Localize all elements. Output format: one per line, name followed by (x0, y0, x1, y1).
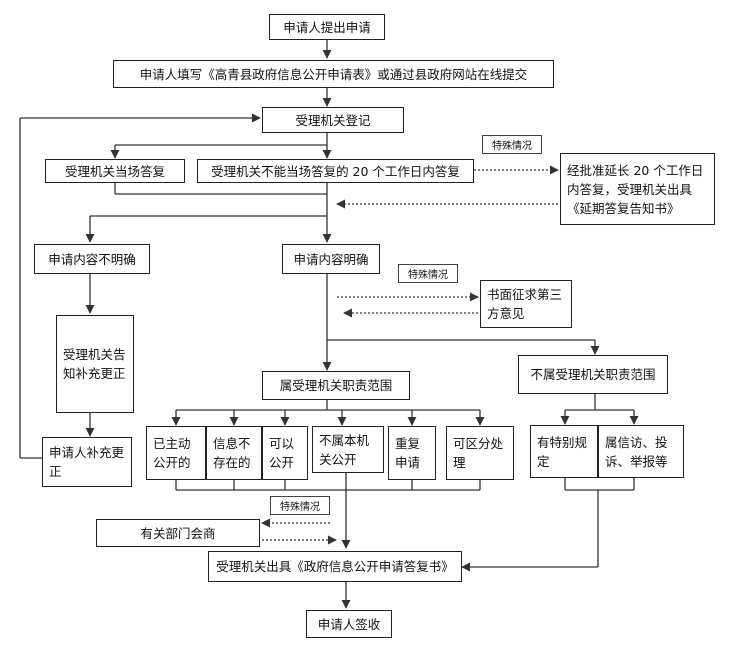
node-out-scope: 不属受理机关职责范围 (518, 355, 668, 394)
node-immediate: 受理机关当场答复 (45, 159, 185, 183)
node-not-exist: 信息不存在的 (206, 426, 262, 480)
node-consult: 有关部门会商 (96, 519, 260, 547)
node-in-scope: 属受理机关职责范围 (262, 371, 410, 400)
node-third-party: 书面征求第三方意见 (480, 280, 572, 328)
node-apply: 申请人提出申请 (269, 14, 385, 40)
node-unclear: 申请内容不明确 (34, 244, 150, 274)
node-register: 受理机关登记 (262, 107, 404, 133)
node-clear: 申请内容明确 (282, 244, 380, 274)
note-special-consult: 特殊情况 (270, 496, 330, 515)
node-separable: 可区分处理 (446, 426, 514, 480)
node-sign: 申请人签收 (306, 610, 392, 638)
node-notify-supplement: 受理机关告知补充更正 (56, 315, 134, 413)
node-reply-letter: 受理机关出具《政府信息公开申请答复书》 (208, 551, 462, 582)
node-special-rules: 有特别规定 (530, 425, 598, 478)
node-not-public: 不属本机关公开 (312, 426, 384, 473)
node-within20: 受理机关不能当场答复的 20 个工作日内答复 (197, 159, 474, 183)
node-petition: 属信访、投诉、举报等 (598, 425, 684, 478)
node-disclosed: 已主动公开的 (146, 426, 206, 480)
node-fill-form: 申请人填写《高青县政府信息公开申请表》或通过县政府网站在线提交 (113, 60, 554, 88)
note-special-extension: 特殊情况 (482, 135, 542, 154)
note-special-third-party: 特殊情况 (398, 264, 458, 283)
node-extend: 经批准延长 20 个工作日内答复，受理机关出具《延期答复告知书》 (560, 153, 715, 225)
node-repeat: 重复申请 (388, 426, 436, 480)
node-applicant-supplement: 申请人补充更正 (42, 437, 132, 487)
node-can-disclose: 可以公开 (262, 426, 308, 480)
